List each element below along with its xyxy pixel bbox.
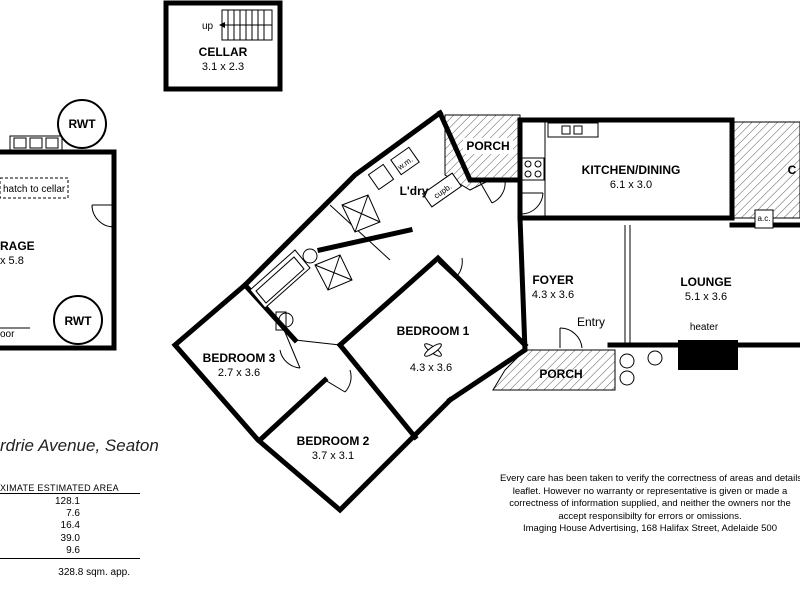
- garage-dims: x 5.8: [0, 255, 24, 267]
- area-table-rule-bottom: [0, 558, 140, 559]
- right-edge-label: C: [788, 163, 797, 177]
- area-value: 128.1: [54, 496, 80, 507]
- front-porch-name: PORCH: [539, 367, 582, 381]
- area-value: 7.6: [66, 508, 80, 520]
- laundry-name: L'dry: [400, 184, 429, 198]
- garage-hatch-note: hatch to cellar: [3, 184, 66, 195]
- rwt-bottom-label: RWT: [64, 314, 92, 328]
- bedroom1-name: BEDROOM 1: [397, 324, 470, 338]
- cellar-dims: 3.1 x 2.3: [202, 61, 244, 73]
- front-porch-area: [492, 349, 616, 391]
- laundry-east-wall: [436, 109, 523, 183]
- disclaimer-line: accept responsibilty for errors or omiss…: [558, 510, 742, 522]
- ceiling-fan-icon: [424, 343, 442, 357]
- disclaimer: Every care has been taken to verify the …: [500, 473, 800, 536]
- area-value: 39.0: [60, 532, 80, 544]
- bedroom3-dims: 2.7 x 3.6: [218, 367, 260, 379]
- main-house: heater a.c. KITCHEN/DINING 6.1 x 3.0 FOY…: [171, 109, 800, 514]
- foyer-dims: 4.3 x 3.6: [532, 289, 574, 301]
- ensuite-shower-icon: [341, 194, 381, 233]
- foyer-west-wall: [446, 215, 528, 404]
- rear-porch-label-bg: [463, 138, 513, 154]
- kitchen-walls-outer: [517, 117, 735, 221]
- cellar-stair-label: up: [202, 21, 214, 32]
- garage-floor-note: oor: [0, 329, 15, 340]
- rwt-top-label: RWT: [68, 117, 96, 131]
- laundry-trough-icon: [367, 163, 395, 191]
- area-total: 328.8 sqm. app.: [58, 567, 130, 578]
- garage-door-swing: [91, 204, 115, 228]
- kitchen-name: KITCHEN/DINING: [582, 163, 681, 177]
- heater-label: heater: [690, 322, 719, 333]
- stove-icon: [521, 157, 545, 181]
- kitchen-dims: 6.1 x 3.0: [610, 179, 652, 191]
- hall-wall: [317, 227, 413, 253]
- area-table-values: 128.1 7.6 16.4 39.0 9.6: [0, 496, 80, 557]
- foyer-name: FOYER: [532, 273, 574, 287]
- west-wing-outer-wall: [171, 109, 454, 514]
- rwt-tank-bottom: [53, 295, 103, 345]
- bedroom1-walls: [336, 254, 529, 349]
- rear-door-swing: [479, 179, 506, 204]
- rear-porch-name: PORCH: [466, 139, 509, 153]
- aircon-label: a.c.: [758, 214, 771, 223]
- cellar-stairs-icon: [219, 9, 273, 41]
- disclaimer-line: correctness of information supplied, and…: [509, 498, 791, 509]
- bedroom2-dims: 3.7 x 3.1: [312, 450, 354, 462]
- area-table-title: XIMATE ESTIMATED AREA: [0, 483, 119, 493]
- basin-icon: [302, 248, 318, 264]
- garage-walls: [0, 149, 117, 351]
- property-address: rdrie Avenue, Seaton: [0, 436, 159, 455]
- cellar-walls: [163, 0, 283, 92]
- area-value: 16.4: [60, 520, 80, 532]
- bedroom1-bedroom2-wall: [336, 341, 419, 441]
- cupboard-icon: [421, 172, 463, 208]
- toilet-icon: [275, 311, 294, 331]
- bedroom1-door-swing: [437, 257, 463, 279]
- bathtub-icon: [249, 249, 311, 309]
- bedroom3-door-swing: [279, 324, 301, 369]
- garage-bench-icon: [9, 135, 63, 151]
- entry-label: Entry: [577, 315, 605, 329]
- lounge-name: LOUNGE: [680, 275, 731, 289]
- lounge-dims: 5.1 x 3.6: [685, 291, 727, 303]
- kitchen-door-swing: [521, 192, 544, 215]
- porch-pot-icon: [619, 353, 635, 369]
- heater-icon: [678, 340, 738, 370]
- bedroom1-dims: 4.3 x 3.6: [410, 362, 452, 374]
- disclaimer-line: Imaging House Advertising, 168 Halifax S…: [522, 523, 778, 534]
- shower-icon: [314, 254, 353, 291]
- garage-name: RAGE: [0, 239, 35, 253]
- bedroom2-name: BEDROOM 2: [297, 434, 370, 448]
- cellar: up CELLAR 3.1 x 2.3: [163, 0, 283, 92]
- bedroom3-name: BEDROOM 3: [203, 351, 276, 365]
- rwt-tank-top: [57, 99, 107, 149]
- cellar-name: CELLAR: [199, 45, 248, 59]
- area-table-rule-top: [0, 493, 140, 494]
- kitchen-sink-icon: [547, 122, 599, 138]
- disclaimer-line: Every care has been taken to verify the …: [500, 473, 800, 484]
- garage: hatch to cellar RAGE x 5.8 oor RWT RWT: [0, 99, 117, 351]
- aircon-icon: [754, 209, 774, 229]
- bedroom2-top-wall: [256, 376, 329, 444]
- bedroom2-door-swing: [324, 369, 352, 393]
- washing-machine-icon: [390, 146, 420, 176]
- cellar-hatch: [0, 177, 69, 199]
- disclaimer-line: leaflet. However no warranty or represen…: [512, 485, 788, 497]
- area-value: 9.6: [66, 544, 80, 556]
- entry-door-swing: [559, 327, 583, 349]
